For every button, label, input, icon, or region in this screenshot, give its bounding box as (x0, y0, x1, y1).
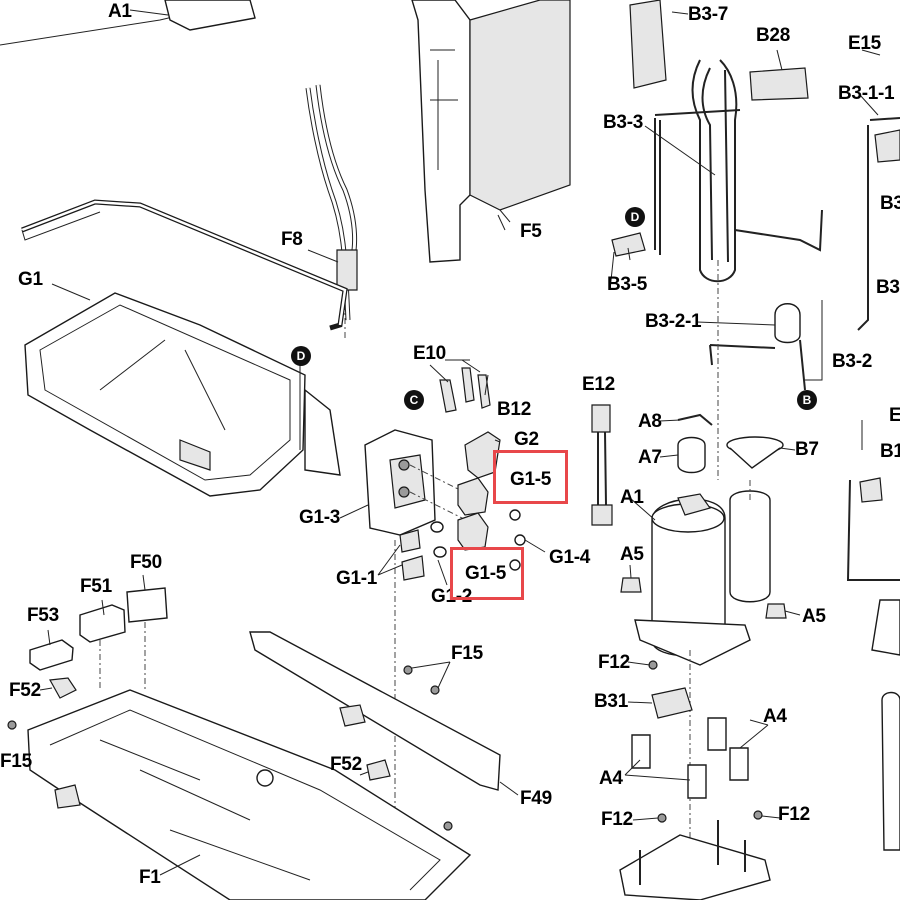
label-f15-left: F15 (0, 751, 32, 772)
part-a1-compressor (634, 480, 771, 900)
parts-a8-a7-b7 (677, 413, 784, 474)
label-g1-5-upper: G1-5 (510, 469, 552, 490)
label-e12: E12 (582, 374, 615, 395)
part-f49-rail (249, 631, 501, 831)
tube-g1-rod (21, 199, 348, 331)
label-g2: G2 (514, 429, 539, 450)
highlight-box-g1-5-lower (450, 547, 524, 600)
part-b3-piping (611, 0, 823, 480)
label-f5: F5 (520, 221, 542, 242)
label-f50: F50 (130, 552, 162, 573)
label-b3-2: B3-2 (832, 351, 872, 372)
part-g1-body (24, 292, 341, 497)
parts-a5 (620, 577, 787, 619)
label-a4-left: A4 (599, 768, 623, 789)
label-e-right: E (889, 405, 900, 426)
label-g1: G1 (18, 269, 43, 290)
label-f12-lower-left: F12 (601, 809, 633, 830)
label-g1-5-lower: G1-5 (465, 563, 507, 584)
pipe-f8 (305, 84, 358, 340)
reference-marker-d-upper: D (625, 207, 645, 227)
label-f53: F53 (27, 605, 59, 626)
label-b1-right: B1 (880, 441, 900, 462)
label-f1: F1 (139, 867, 161, 888)
parts-g1-1-g1-2 (394, 521, 447, 900)
label-a1-top: A1 (108, 1, 132, 22)
reference-marker-b: B (797, 390, 817, 410)
parts-e10-b12 (439, 359, 491, 413)
label-b3-2-1: B3-2-1 (645, 311, 702, 332)
label-f52-mid: F52 (330, 754, 362, 775)
label-b28: B28 (756, 25, 790, 46)
label-a7: A7 (638, 447, 662, 468)
label-f51: F51 (80, 576, 112, 597)
part-g1-3 (364, 429, 471, 536)
label-f12-lower-right: F12 (778, 804, 810, 825)
parts-g2-g1-5 (457, 431, 546, 571)
label-b7: B7 (795, 439, 819, 460)
label-b3-dash-right: B3- (876, 277, 900, 298)
label-b3-5: B3-5 (607, 274, 647, 295)
label-a5-left: A5 (620, 544, 644, 565)
label-b3-3: B3-3 (603, 112, 643, 133)
parts-right-edge (846, 117, 900, 851)
cover-fragment-top-left (0, 0, 256, 46)
label-a8: A8 (638, 411, 662, 432)
label-g1-3: G1-3 (299, 507, 341, 528)
label-f49: F49 (520, 788, 552, 809)
part-e12-cable (591, 404, 613, 526)
label-g1-1: G1-1 (336, 568, 378, 589)
leader-lines (39, 9, 881, 876)
label-f12-upper: F12 (598, 652, 630, 673)
reference-marker-c: C (404, 390, 424, 410)
panel-f5 (411, 0, 571, 263)
label-f52-left: F52 (9, 680, 41, 701)
parts-a4-b31 (631, 660, 763, 823)
part-f1-base (7, 689, 472, 900)
label-e10: E10 (413, 343, 446, 364)
label-f8: F8 (281, 229, 303, 250)
label-a5-right: A5 (802, 606, 826, 627)
label-b12: B12 (497, 399, 531, 420)
part-compressor-base (619, 820, 771, 900)
highlight-box-g1-5-upper (493, 450, 568, 504)
label-a4-right: A4 (763, 706, 787, 727)
label-g1-4: G1-4 (549, 547, 591, 568)
label-b3-right: B3 (880, 193, 900, 214)
label-b31: B31 (594, 691, 628, 712)
label-e15-top: E15 (848, 33, 881, 54)
label-b3-7: B3-7 (688, 4, 728, 25)
label-f15-mid: F15 (451, 643, 483, 664)
reference-marker-d-middle: D (291, 346, 311, 366)
parts-f50-f53 (29, 587, 391, 781)
label-b3-1-1: B3-1-1 (838, 83, 895, 104)
label-a1: A1 (620, 487, 644, 508)
